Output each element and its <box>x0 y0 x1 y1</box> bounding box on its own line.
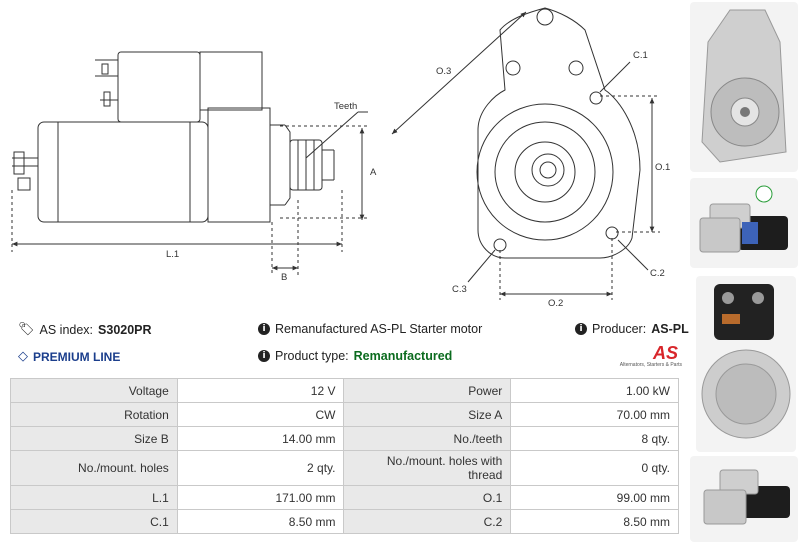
logo-mark: AS <box>652 343 678 363</box>
spec-label: Voltage <box>10 378 178 403</box>
spec-label: No./teeth <box>343 426 512 451</box>
product-photo-rear[interactable] <box>696 276 796 452</box>
spec-label: C.1 <box>10 509 178 534</box>
dim-b-label: B <box>281 272 287 283</box>
spec-label: O.1 <box>343 485 512 510</box>
spec-value: 171.00 mm <box>176 485 345 510</box>
spec-label: No./mount. holes <box>10 450 178 486</box>
dim-o3-label: O.3 <box>436 66 451 77</box>
starter-front-image <box>701 9 787 163</box>
dim-c1-label: C.1 <box>633 50 648 61</box>
starter-side-image <box>699 185 788 253</box>
side-view <box>12 51 335 223</box>
product-type-label: Product type: <box>275 349 349 363</box>
producer: i Producer: AS-PL <box>575 322 689 336</box>
description-text: Remanufactured AS-PL Starter motor <box>275 322 483 336</box>
dim-a-label: A <box>370 167 377 178</box>
dim-c2-label: C.2 <box>650 268 665 279</box>
dim-l1-label: L.1 <box>166 249 179 260</box>
product-photo-side-2[interactable] <box>690 456 798 542</box>
spec-value: 8 qty. <box>510 426 679 451</box>
product-type-value: Remanufactured <box>353 349 453 363</box>
diamond-icon: ◇ <box>18 349 28 364</box>
spec-value: 70.00 mm <box>510 402 679 427</box>
dim-c3-label: C.3 <box>452 284 467 295</box>
producer-label: Producer: <box>592 322 647 336</box>
spec-label: C.2 <box>343 509 512 534</box>
spec-value: 8.50 mm <box>510 509 679 534</box>
dim-o2-label: O.2 <box>548 298 563 309</box>
as-index: 🏷 AS index: S3020PR <box>18 322 152 337</box>
dim-o1-label: O.1 <box>655 162 670 173</box>
product-photo-side[interactable] <box>690 178 798 268</box>
description: i Remanufactured AS-PL Starter motor <box>258 322 482 336</box>
spec-label: Power <box>343 378 512 403</box>
spec-value: 12 V <box>176 378 345 403</box>
as-index-value: S3020PR <box>98 322 152 337</box>
asp-logo: AS Alternators, Starters & Parts <box>612 344 682 368</box>
as-index-label: AS index: <box>39 322 94 337</box>
technical-drawing: Teeth A L.1 B O.3 C.1 O.1 C.2 C.3 O.2 <box>11 7 670 309</box>
spec-value: CW <box>176 402 345 427</box>
spec-value: 0 qty. <box>510 450 679 486</box>
spec-label: No./mount. holes with thread <box>343 450 512 486</box>
spec-value: 8.50 mm <box>176 509 345 534</box>
info-icon: i <box>575 323 587 335</box>
product-type: i Product type: Remanufactured <box>258 349 452 363</box>
logo-tagline: Alternators, Starters & Parts <box>619 362 682 368</box>
starter-rear-image <box>701 284 791 439</box>
info-icon: i <box>258 323 270 335</box>
spec-value: 1.00 kW <box>510 378 679 403</box>
product-photo-front[interactable] <box>690 2 798 172</box>
spec-label: Size A <box>343 402 512 427</box>
front-view <box>476 7 641 259</box>
spec-label: Rotation <box>10 402 178 427</box>
spec-label: Size B <box>10 426 178 451</box>
premium-line: ◇ PREMIUM LINE <box>18 349 120 364</box>
spec-value: 14.00 mm <box>176 426 345 451</box>
spec-value: 2 qty. <box>176 450 345 486</box>
spec-value: 99.00 mm <box>510 485 679 510</box>
starter-side-2-image <box>703 469 790 525</box>
spec-label: L.1 <box>10 485 178 510</box>
teeth-label: Teeth <box>334 101 357 112</box>
tag-icon: 🏷 <box>18 322 35 337</box>
producer-value: AS-PL <box>651 322 689 336</box>
info-icon: i <box>258 350 270 362</box>
premium-line-label: PREMIUM LINE <box>33 349 121 364</box>
